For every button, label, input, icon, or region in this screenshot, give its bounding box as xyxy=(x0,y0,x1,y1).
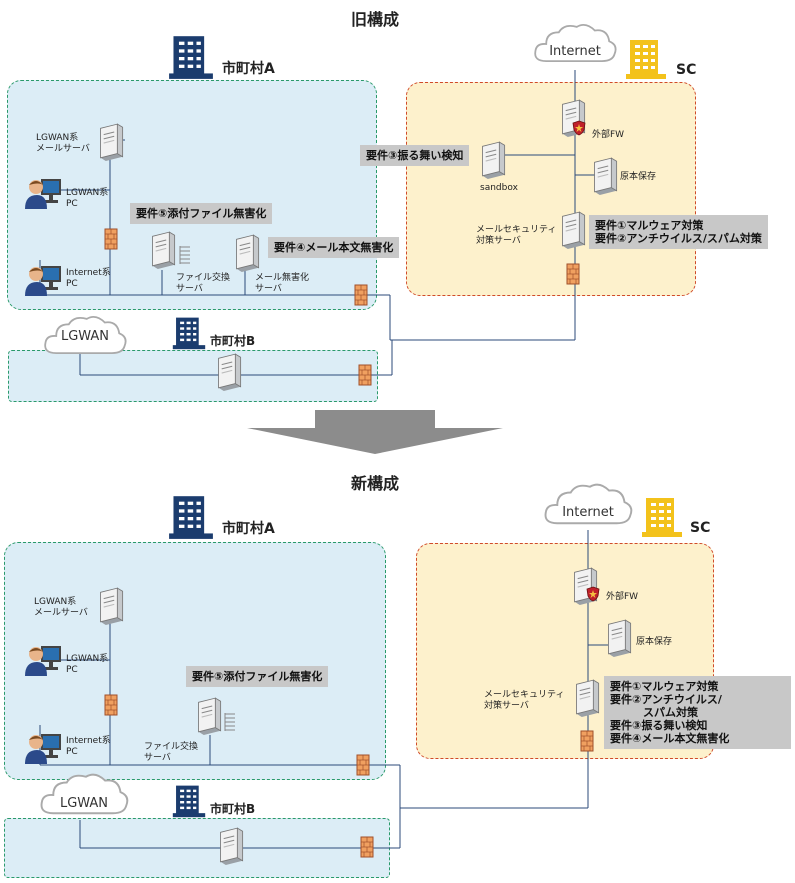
new-lgwan-pc-label: LGWAN系 PC xyxy=(66,654,109,675)
old-lgwan-mail-server-label: LGWAN系 メールサーバ xyxy=(36,133,90,154)
new-external-fw-label: 外部FW xyxy=(606,592,639,602)
old-sc-label: SC xyxy=(676,62,697,78)
transition-arrow xyxy=(247,410,503,454)
old-external-fw-label: 外部FW xyxy=(592,130,625,140)
new-mail-security-server-icon xyxy=(572,678,600,718)
new-internet-pc-icon xyxy=(23,730,63,764)
old-file-exchange-server-icon xyxy=(148,230,176,270)
old-config-title: 旧構成 xyxy=(350,10,399,29)
new-archive-label: 原本保存 xyxy=(636,637,673,647)
old-town-a-label: 市町村A xyxy=(222,61,275,77)
new-lgwan-mail-server-label: LGWAN系 メールサーバ xyxy=(34,597,88,618)
new-mail-security-label: メールセキュリティ 対策サーバ xyxy=(484,690,565,711)
old-town-a-building-icon xyxy=(168,34,214,80)
old-lgwan-label: LGWAN xyxy=(60,329,110,344)
new-town-b-building-icon xyxy=(172,784,206,818)
old-archive-label: 原本保存 xyxy=(620,172,657,182)
new-town-a-zone xyxy=(4,542,386,780)
new-archive-server-icon xyxy=(604,618,632,658)
old-sandbox-server-icon xyxy=(478,140,506,180)
new-internet-pc-label: Internet系 PC xyxy=(66,736,111,757)
old-town-b-label: 市町村B xyxy=(210,334,256,348)
new-lgwan-cloud xyxy=(36,770,132,820)
new-sc-firewall-icon xyxy=(580,730,594,752)
old-lgwan-pc-icon xyxy=(23,175,63,209)
old-town-a-firewall-icon xyxy=(104,228,118,250)
old-external-fw-shield-icon xyxy=(572,120,586,136)
old-town-a-border-firewall-icon xyxy=(354,284,368,306)
old-internet-label: Internet xyxy=(549,44,601,59)
old-sc-firewall-icon xyxy=(566,263,580,285)
new-town-a-border-firewall-icon xyxy=(356,754,370,776)
new-lgwan-pc-icon xyxy=(23,642,63,676)
old-req3-box: 要件③振る舞い検知 xyxy=(360,145,470,166)
new-req-all-box: 要件①マルウェア対策 要件②アンチウイルス/ スパム対策 要件③振る舞い検知 要… xyxy=(604,676,791,749)
old-mail-sanitize-label: メール無害化 サーバ xyxy=(255,273,310,294)
old-town-b-server-icon xyxy=(214,352,242,392)
old-req12-box: 要件①マルウェア対策 要件②アンチウイルス/スパム対策 xyxy=(589,215,768,249)
new-lgwan-label: LGWAN xyxy=(59,796,109,811)
old-town-b-firewall-icon xyxy=(358,364,372,386)
new-req5-box: 要件⑤添付ファイル無害化 xyxy=(186,666,329,687)
new-config-title: 新構成 xyxy=(350,474,399,493)
new-sc-label: SC xyxy=(690,520,711,536)
new-external-fw-shield-icon xyxy=(586,586,600,602)
old-archive-server-icon xyxy=(590,156,618,196)
old-lgwan-pc-label: LGWAN系 PC xyxy=(66,188,109,209)
old-sc-zone xyxy=(406,82,696,296)
old-file-exchange-doc-icon xyxy=(179,245,191,265)
old-mail-security-label: メールセキュリティ 対策サーバ xyxy=(476,225,557,246)
old-sc-building-icon xyxy=(624,38,668,80)
new-file-exchange-doc-icon xyxy=(224,712,236,732)
old-town-a-zone xyxy=(7,80,377,310)
new-town-a-building-icon xyxy=(168,494,214,540)
old-lgwan-mail-server-icon xyxy=(96,122,124,162)
old-town-b-zone xyxy=(8,350,378,402)
old-internet-pc-label: Internet系 PC xyxy=(66,268,111,289)
old-internet-pc-icon xyxy=(23,262,63,296)
old-file-exchange-label: ファイル交換 サーバ xyxy=(176,273,231,294)
new-internet-label: Internet xyxy=(562,505,614,520)
old-req4-box: 要件④メール本文無害化 xyxy=(268,237,400,258)
new-town-b-server-icon xyxy=(216,826,244,866)
new-sc-building-icon xyxy=(640,496,684,538)
old-mail-sanitize-server-icon xyxy=(232,233,260,273)
new-lgwan-mail-server-icon xyxy=(96,586,124,626)
new-town-b-firewall-icon xyxy=(360,836,374,858)
old-req5-box: 要件⑤添付ファイル無害化 xyxy=(130,203,273,224)
new-file-exchange-label: ファイル交換 サーバ xyxy=(144,742,199,763)
old-sandbox-label: sandbox xyxy=(480,183,518,193)
new-town-b-label: 市町村B xyxy=(210,802,256,816)
new-town-a-firewall-icon xyxy=(104,694,118,716)
new-town-a-label: 市町村A xyxy=(222,521,275,537)
old-town-b-building-icon xyxy=(172,316,206,350)
new-file-exchange-server-icon xyxy=(194,696,222,736)
old-mail-security-server-icon xyxy=(558,210,586,250)
